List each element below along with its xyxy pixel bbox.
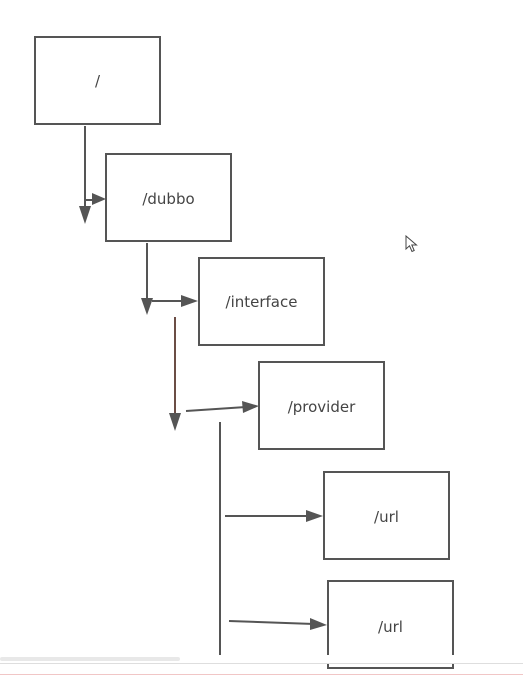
arrowhead-down-icon (79, 206, 91, 224)
edge-dubbo-interface (141, 243, 198, 315)
node-root: / (34, 36, 161, 125)
edge-interface-provider (169, 317, 259, 431)
node-provider-label: /provider (288, 398, 356, 416)
node-dubbo-label: /dubbo (142, 190, 194, 208)
arrowhead-right-icon (242, 401, 259, 413)
node-interface-label: /interface (226, 293, 298, 311)
arrowhead-right-icon (92, 193, 106, 205)
mouse-pointer-icon (405, 235, 418, 253)
node-dubbo: /dubbo (105, 153, 232, 242)
horizontal-scrollbar[interactable] (0, 655, 523, 663)
horizontal-scrollbar-thumb[interactable] (0, 657, 180, 661)
node-url-1: /url (323, 471, 450, 560)
node-interface: /interface (198, 257, 325, 346)
bottom-accent-line (0, 674, 523, 675)
arrowhead-right-icon (306, 510, 323, 522)
bottom-divider (0, 663, 523, 664)
arrowhead-down-icon (169, 413, 181, 431)
node-provider: /provider (258, 361, 385, 450)
node-url-1-label: /url (374, 508, 399, 526)
node-url-2: /url (327, 580, 454, 669)
arrowhead-right-icon (181, 295, 198, 307)
node-url-2-label: /url (378, 618, 403, 636)
edge-provider-urls (219, 422, 327, 656)
node-root-label: / (95, 72, 101, 90)
edge-root-dubbo (79, 126, 106, 224)
arrowhead-down-icon (141, 298, 153, 315)
arrowhead-right-icon (310, 618, 327, 630)
